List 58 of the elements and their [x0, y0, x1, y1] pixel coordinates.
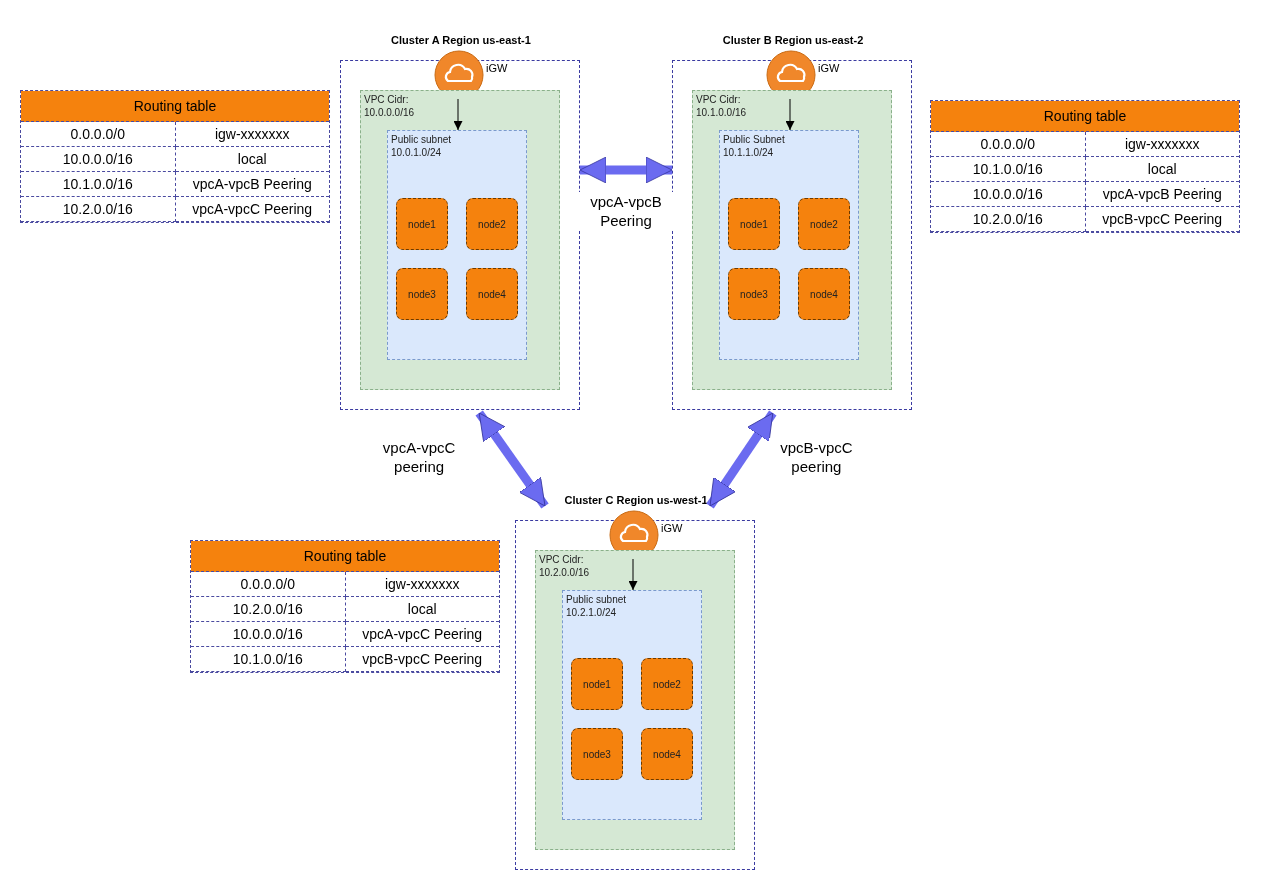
table-header: Routing table [21, 91, 329, 122]
gateway-label: iGW [818, 62, 840, 74]
subnet-label: Public subnet 10.0.1.0/24 [391, 133, 453, 159]
destination-cidr: 10.1.0.0/16 [931, 157, 1086, 182]
destination-cidr: 10.0.0.0/16 [191, 622, 346, 647]
double-arrow [579, 156, 673, 184]
destination-cidr: 10.2.0.0/16 [21, 197, 176, 222]
destination-cidr: 10.0.0.0/16 [21, 147, 176, 172]
vpc-label: VPC Cidr: 10.1.0.0/16 [696, 93, 748, 119]
destination-cidr: 10.2.0.0/16 [191, 597, 346, 622]
table-header: Routing table [191, 541, 499, 572]
instance-node: node2 [798, 198, 850, 250]
instance-node: node2 [466, 198, 518, 250]
cluster-title: Cluster C Region us-west-1 [563, 493, 709, 508]
edge-label: vpcA-vpcB Peering [579, 192, 673, 230]
route-target: vpcA-vpcB Peering [1085, 182, 1239, 207]
gateway-label: iGW [486, 62, 508, 74]
instance-node: node4 [466, 268, 518, 320]
route-target: igw-xxxxxxx [175, 122, 329, 147]
instance-node: node1 [396, 198, 448, 250]
route-target: vpcA-vpcC Peering [345, 622, 499, 647]
instance-node: node3 [728, 268, 780, 320]
table-header: Routing table [931, 101, 1239, 132]
destination-cidr: 0.0.0.0/0 [931, 132, 1086, 157]
instance-node: node4 [641, 728, 693, 780]
route-target: vpcB-vpcC Peering [1085, 207, 1239, 232]
destination-cidr: 0.0.0.0/0 [191, 572, 346, 597]
route-target: vpcA-vpcC Peering [175, 197, 329, 222]
destination-cidr: 0.0.0.0/0 [21, 122, 176, 147]
route-target: vpcB-vpcC Peering [345, 647, 499, 672]
instance-node: node1 [571, 658, 623, 710]
cluster-title: Cluster B Region us-east-2 [721, 33, 865, 48]
gateway-label: iGW [661, 522, 683, 534]
route-target: igw-xxxxxxx [1085, 132, 1239, 157]
instance-node: node3 [396, 268, 448, 320]
instance-node: node3 [571, 728, 623, 780]
double-arrow [706, 410, 777, 509]
destination-cidr: 10.0.0.0/16 [931, 182, 1086, 207]
double-arrow [475, 410, 549, 509]
destination-cidr: 10.1.0.0/16 [21, 172, 176, 197]
route-target: vpcA-vpcB Peering [175, 172, 329, 197]
instance-node: node2 [641, 658, 693, 710]
instance-node: node1 [728, 198, 780, 250]
destination-cidr: 10.2.0.0/16 [931, 207, 1086, 232]
subnet-label: Public subnet 10.2.1.0/24 [566, 593, 628, 619]
route-target: local [1085, 157, 1239, 182]
vpc-label: VPC Cidr: 10.2.0.0/16 [539, 553, 591, 579]
route-target: local [175, 147, 329, 172]
route-target: igw-xxxxxxx [345, 572, 499, 597]
destination-cidr: 10.1.0.0/16 [191, 647, 346, 672]
instance-node: node4 [798, 268, 850, 320]
cluster-title: Cluster A Region us-east-1 [390, 33, 532, 48]
route-target: local [345, 597, 499, 622]
arrow [628, 558, 638, 591]
arrow [453, 98, 463, 131]
subnet-label: Public Subnet 10.1.1.0/24 [723, 133, 786, 159]
vpc-label: VPC Cidr: 10.0.0.0/16 [364, 93, 416, 119]
arrow [785, 98, 795, 131]
